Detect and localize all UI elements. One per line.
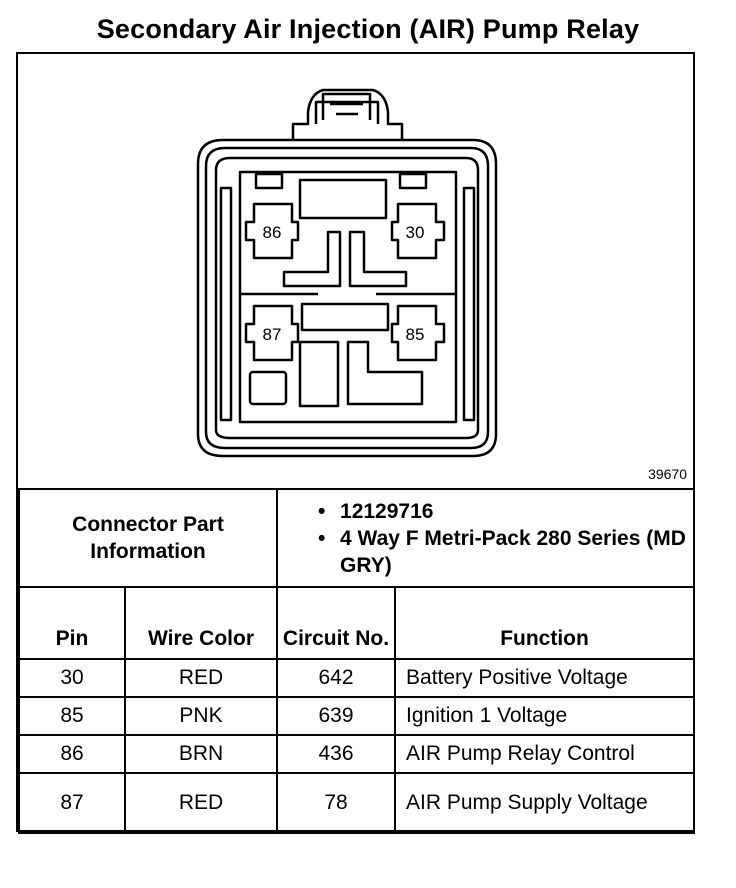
header-pin: Pin — [18, 586, 126, 660]
table-row: 30 RED 642 Battery Positive Voltage — [18, 658, 696, 698]
wire-color-cell: RED — [123, 772, 279, 834]
wire-color-cell: RED — [123, 658, 279, 698]
latch-inner — [314, 100, 380, 124]
cavity-86 — [244, 202, 300, 260]
circuit-cell: 642 — [276, 658, 397, 698]
connector-inner-wall — [214, 156, 480, 440]
bottom-block-center — [298, 340, 340, 408]
latch-detail — [321, 92, 372, 120]
pin-cell: 85 — [18, 696, 126, 736]
wire-color-cell: PNK — [123, 696, 279, 736]
header-wire-color: Wire Color — [123, 586, 279, 660]
table-row: 86 BRN 436 AIR Pump Relay Control — [18, 734, 696, 774]
key-block-top-right — [398, 172, 428, 190]
bottom-block-left — [248, 370, 288, 406]
circuit-cell: 639 — [276, 696, 397, 736]
circuit-cell: 78 — [276, 772, 397, 834]
function-cell: AIR Pump Relay Control — [394, 734, 696, 774]
left-rail — [219, 186, 233, 422]
figure-number: 39670 — [648, 466, 687, 482]
connector-outer-shell — [196, 138, 498, 458]
function-cell: Ignition 1 Voltage — [394, 696, 696, 736]
latch-tab — [291, 88, 404, 140]
pin-label-86: 86 — [263, 223, 282, 242]
cavity-partition — [238, 170, 458, 424]
page-title: Secondary Air Injection (AIR) Pump Relay — [96, 14, 640, 44]
table-row: 85 PNK 639 Ignition 1 Voltage — [18, 696, 696, 736]
circuit-cell: 436 — [276, 734, 397, 774]
connector-info-label: Connector Part Information — [17, 488, 279, 588]
connector-face-drawing: 86 30 87 85 — [196, 88, 498, 458]
connector-info-values: 12129716 4 Way F Metri-Pack 280 Series (… — [276, 488, 696, 588]
function-cell: Battery Positive Voltage — [394, 658, 696, 698]
cavity-30 — [390, 202, 446, 260]
pin-label-87: 87 — [263, 325, 282, 344]
cavity-87 — [244, 304, 300, 362]
pin-label-85: 85 — [406, 325, 425, 344]
pin-label-30: 30 — [406, 223, 425, 242]
part-number: 12129716 — [318, 498, 693, 525]
wire-color-cell: BRN — [123, 734, 279, 774]
center-slot-bottom — [300, 302, 390, 332]
key-block-top-left — [254, 172, 284, 190]
pin-cell: 86 — [18, 734, 126, 774]
center-t-left — [282, 230, 342, 288]
right-rail — [462, 186, 476, 422]
pin-cell: 30 — [18, 658, 126, 698]
pin-cell: 87 — [18, 772, 126, 834]
table-row: 87 RED 78 AIR Pump Supply Voltage — [18, 772, 696, 834]
connector-shell-inner-line — [204, 146, 490, 450]
header-circuit-no: Circuit No. — [276, 586, 397, 660]
pinout-table: Connector Part Information 12129716 4 Wa… — [17, 488, 696, 834]
connector-info-row: Connector Part Information 12129716 4 Wa… — [17, 488, 696, 588]
function-cell: AIR Pump Supply Voltage — [394, 772, 696, 834]
center-slot-top — [298, 178, 388, 220]
connector-card: 86 30 87 85 39670 Connector Part Informa… — [16, 52, 696, 834]
center-t-right — [348, 230, 408, 288]
connector-type: 4 Way F Metri-Pack 280 Series (MD GRY) — [318, 525, 693, 579]
table-header-row: Pin Wire Color Circuit No. Function — [18, 586, 696, 660]
connector-diagram: 86 30 87 85 39670 — [18, 54, 693, 488]
cavity-85 — [390, 304, 446, 362]
bottom-l-block — [346, 340, 424, 406]
header-function: Function — [394, 586, 696, 660]
